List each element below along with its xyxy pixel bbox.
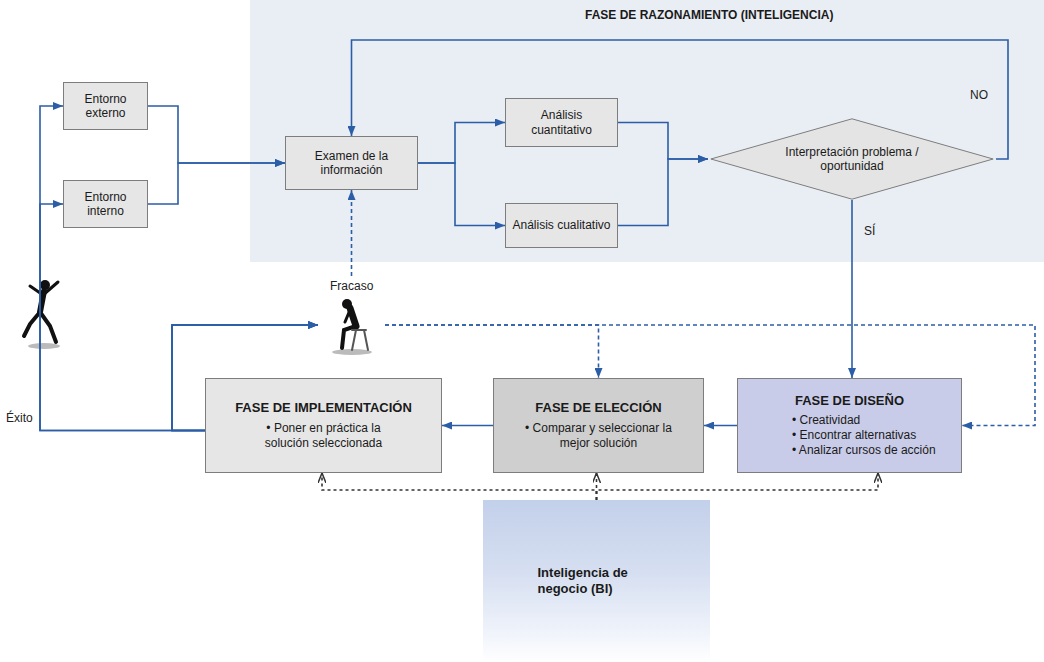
phase-heading: FASE DE DISEÑO bbox=[748, 393, 951, 409]
flow-connector bbox=[322, 473, 597, 500]
phase-bullet: • Comparar y seleccionar la mejor soluci… bbox=[519, 421, 679, 451]
phase-bullet: • Poner en práctica la solución seleccio… bbox=[244, 421, 404, 451]
edge-label: NO bbox=[968, 88, 990, 102]
node-text: Análisis cualitativo bbox=[512, 218, 610, 232]
flow-connector bbox=[40, 106, 205, 431]
figure-label: Éxito bbox=[4, 411, 35, 425]
process-box: Entorno interno bbox=[63, 180, 148, 228]
diamond-shape bbox=[711, 119, 993, 199]
flow-connector bbox=[148, 163, 285, 204]
process-box: Análisis cuantitativo bbox=[505, 98, 618, 147]
figure-arms bbox=[30, 282, 58, 295]
connector-path bbox=[40, 204, 205, 431]
edge-label: SÍ bbox=[862, 224, 877, 238]
flow-connector bbox=[618, 159, 708, 226]
figure-arm bbox=[345, 310, 350, 322]
process-box: Entorno externo bbox=[63, 82, 148, 130]
connector-path bbox=[596, 473, 598, 500]
connector-path bbox=[351, 190, 353, 276]
connector-path bbox=[704, 425, 737, 427]
connector-path bbox=[418, 123, 505, 164]
failure-figure bbox=[332, 299, 372, 355]
flow-connector bbox=[597, 473, 879, 500]
reasoning-band-ground bbox=[250, 0, 1044, 262]
flow-connector bbox=[418, 163, 505, 226]
phase-bullet: • Encontrar alternativas bbox=[748, 428, 951, 443]
flow-connector bbox=[852, 200, 853, 378]
figure-label: Fracaso bbox=[328, 279, 375, 293]
flow-connector bbox=[442, 425, 493, 426]
node-text: Entorno interno bbox=[70, 190, 141, 219]
phase-heading: FASE DE ELECCIÓN bbox=[535, 400, 661, 416]
connector-path bbox=[148, 163, 285, 204]
flow-connector bbox=[618, 123, 708, 160]
bi-panel: Inteligencia de negocio (BI) bbox=[483, 500, 710, 662]
connector-path bbox=[148, 106, 285, 163]
phase-title: FASE DE RAZONAMIENTO (INTELIGENCIA) bbox=[585, 8, 833, 22]
figure-shadow bbox=[28, 343, 60, 349]
node-text: Entorno externo bbox=[70, 92, 141, 121]
success-figure bbox=[24, 280, 60, 349]
connector-path bbox=[40, 106, 205, 431]
reasoning-band: FASE DE RAZONAMIENTO (INTELIGENCIA) Exame… bbox=[250, 0, 1044, 262]
process-box: Examen de la información bbox=[285, 136, 418, 190]
node-text: Interpretación problema / oportunidad bbox=[767, 145, 937, 174]
node-text: Examen de la información bbox=[292, 149, 411, 178]
phase-bullet: • Analizar cursos de acción bbox=[748, 443, 951, 458]
decision-diamond: Interpretación problema / oportunidad bbox=[708, 118, 996, 200]
connector-path bbox=[618, 159, 708, 226]
connector-path bbox=[322, 473, 597, 500]
phase-heading: FASE DE IMPLEMENTACIÓN bbox=[235, 400, 412, 416]
connector-path bbox=[442, 425, 493, 427]
process-box: Análisis cualitativo bbox=[505, 203, 618, 248]
flow-connector bbox=[596, 473, 597, 500]
node-text: Inteligencia de negocio (BI) bbox=[538, 565, 656, 598]
phase-box: FASE DE DISEÑO • Creatividad• Encontrar a… bbox=[737, 378, 962, 473]
connector-path bbox=[597, 473, 879, 500]
flow-connector bbox=[704, 425, 737, 426]
flow-connector bbox=[40, 204, 205, 431]
flow-connector bbox=[418, 123, 505, 164]
phase-bullet: • Creatividad bbox=[748, 413, 951, 428]
connector-path bbox=[385, 325, 599, 378]
connector-path bbox=[618, 123, 708, 160]
flow-connector bbox=[148, 106, 285, 163]
node-text: Análisis cuantitativo bbox=[512, 108, 611, 137]
connector-path bbox=[851, 200, 853, 378]
stool bbox=[352, 330, 368, 350]
phase-box: FASE DE ELECCIÓN • Comparar y seleccionar… bbox=[493, 378, 704, 473]
phase-box: FASE DE IMPLEMENTACIÓN • Poner en práctic… bbox=[205, 378, 442, 473]
connector-path bbox=[418, 163, 505, 226]
